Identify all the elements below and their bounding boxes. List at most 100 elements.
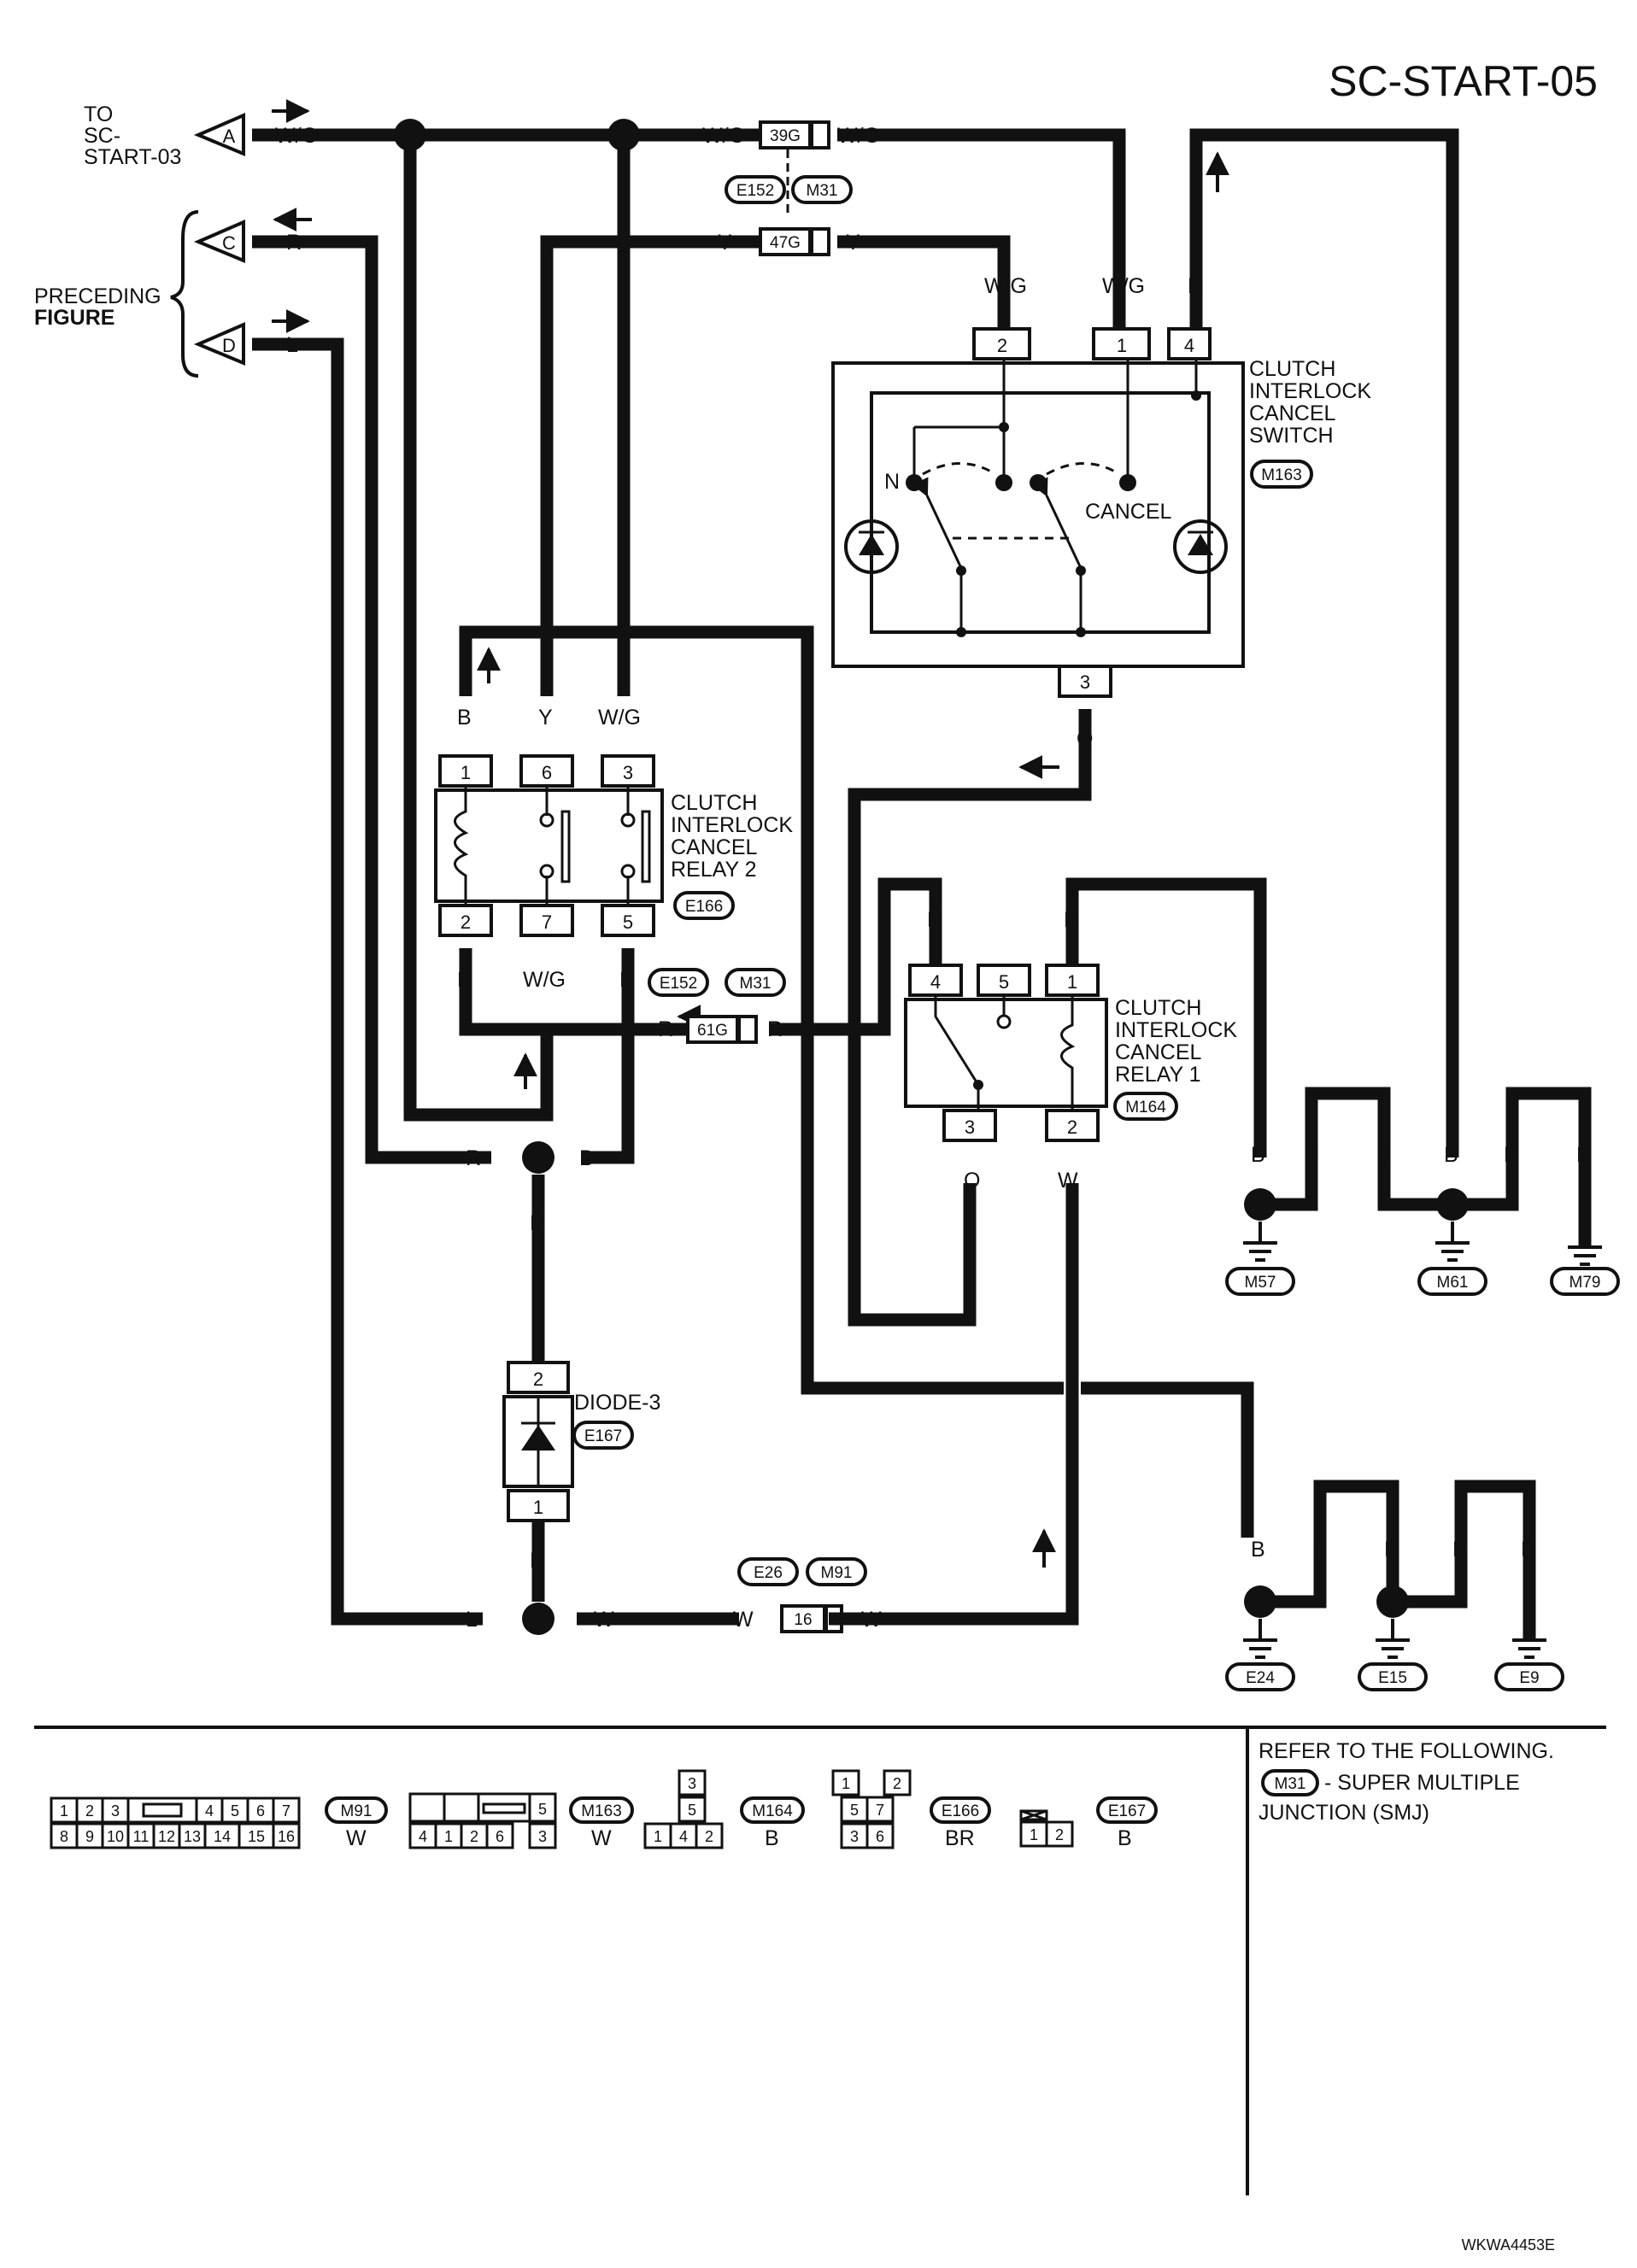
svg-text:3: 3 <box>1080 671 1090 693</box>
svg-text:CLUTCH: CLUTCH <box>1115 996 1201 1020</box>
svg-text:4: 4 <box>1184 335 1194 356</box>
svg-text:M164: M164 <box>752 1802 793 1820</box>
svg-text:6: 6 <box>496 1828 504 1845</box>
svg-text:7: 7 <box>282 1802 290 1820</box>
svg-text:W/G: W/G <box>702 124 745 148</box>
svg-text:Y: Y <box>718 231 732 255</box>
svg-text:M61: M61 <box>1437 1274 1469 1292</box>
svg-text:W/G: W/G <box>837 124 880 148</box>
clutch-interlock-cancel-relay-1: 4 5 1 3 2 CLUTCH INTERLOCK CANCEL RELAY … <box>904 964 1237 1142</box>
arrow-d-icon <box>193 321 245 366</box>
svg-text:3: 3 <box>965 1116 975 1138</box>
svg-text:W/G: W/G <box>275 124 318 148</box>
svg-text:E15: E15 <box>1378 1669 1407 1687</box>
svg-text:B: B <box>1576 1143 1591 1167</box>
svg-text:B: B <box>1251 1143 1265 1167</box>
svg-text:M91: M91 <box>821 1564 853 1582</box>
svg-text:O: O <box>1077 727 1093 751</box>
svg-text:E26: E26 <box>754 1564 783 1582</box>
svg-text:1: 1 <box>461 762 471 783</box>
svg-text:B: B <box>457 706 472 730</box>
svg-text:INTERLOCK: INTERLOCK <box>671 813 793 837</box>
svg-text:2: 2 <box>1055 1826 1064 1843</box>
svg-text:CLUTCH: CLUTCH <box>1249 357 1335 381</box>
svg-text:47G: 47G <box>770 234 801 252</box>
svg-text:2: 2 <box>533 1368 543 1390</box>
svg-text:9: 9 <box>85 1828 94 1845</box>
svg-text:L: L <box>466 1608 478 1632</box>
svg-text:CANCEL: CANCEL <box>1115 1040 1202 1064</box>
svg-text:5: 5 <box>850 1802 859 1819</box>
svg-text:PRECEDING: PRECEDING <box>34 284 161 308</box>
svg-text:B: B <box>1504 1143 1518 1167</box>
grounds: M57 M61 M79 E24 E15 E9 <box>1225 1222 1620 1691</box>
svg-text:4: 4 <box>419 1828 427 1845</box>
svg-text:CLUTCH: CLUTCH <box>671 791 757 815</box>
svg-text:M31: M31 <box>1275 1775 1306 1793</box>
svg-text:4: 4 <box>679 1828 688 1845</box>
svg-text:6: 6 <box>876 1828 884 1845</box>
svg-text:11: 11 <box>133 1828 150 1845</box>
svg-text:4: 4 <box>930 971 941 993</box>
svg-text:R: R <box>286 231 302 255</box>
svg-text:5: 5 <box>538 1801 547 1818</box>
svg-text:M163: M163 <box>581 1802 622 1820</box>
svg-text:CANCEL: CANCEL <box>1085 500 1172 524</box>
svg-text:39G: 39G <box>770 127 801 145</box>
svg-text:2: 2 <box>470 1828 478 1845</box>
svg-text:R: R <box>457 968 472 992</box>
svg-text:W/G: W/G <box>984 274 1027 298</box>
svg-text:M91: M91 <box>341 1802 373 1820</box>
svg-text:5: 5 <box>999 971 1009 993</box>
svg-text:B: B <box>579 1146 594 1170</box>
svg-text:TO: TO <box>84 103 113 126</box>
svg-text:RELAY 1: RELAY 1 <box>1115 1063 1201 1087</box>
svg-text:1: 1 <box>1030 1826 1038 1843</box>
connector-39g: 39G <box>759 120 830 218</box>
svg-text:8: 8 <box>60 1828 68 1845</box>
svg-text:- SUPER MULTIPLE: - SUPER MULTIPLE <box>1324 1771 1520 1795</box>
svg-text:N: N <box>884 470 900 494</box>
svg-text:W/G: W/G <box>1102 274 1145 298</box>
svg-text:B: B <box>1377 1143 1392 1167</box>
svg-text:B: B <box>1251 1538 1265 1562</box>
svg-text:E167: E167 <box>584 1427 622 1445</box>
svg-text:B: B <box>765 1826 779 1850</box>
svg-text:2: 2 <box>893 1775 901 1792</box>
svg-text:W: W <box>1058 1169 1078 1193</box>
svg-text:M164: M164 <box>1125 1099 1166 1116</box>
svg-text:B: B <box>1444 1143 1458 1167</box>
svg-text:5: 5 <box>688 1802 696 1819</box>
left-references: TO SC- START-03 A PRECEDING FIGURE C D <box>34 103 245 378</box>
svg-text:R: R <box>767 1017 783 1041</box>
svg-text:7: 7 <box>876 1802 884 1819</box>
svg-text:JUNCTION (SMJ): JUNCTION (SMJ) <box>1259 1801 1429 1825</box>
svg-text:W/G: W/G <box>598 706 641 730</box>
svg-text:BR: BR <box>945 1826 975 1850</box>
svg-text:Y: Y <box>538 706 553 730</box>
svg-text:CANCEL: CANCEL <box>671 835 758 859</box>
svg-text:61G: 61G <box>697 1022 728 1040</box>
svg-text:W: W <box>591 1826 612 1850</box>
svg-text:L: L <box>286 333 298 357</box>
svg-text:10: 10 <box>107 1828 124 1845</box>
svg-text:2: 2 <box>997 335 1007 356</box>
svg-text:3: 3 <box>688 1775 696 1792</box>
splice-dots <box>394 119 1469 1635</box>
connector-47g: 47G <box>759 227 830 256</box>
svg-text:M79: M79 <box>1570 1274 1601 1292</box>
svg-text:B: B <box>1064 908 1078 932</box>
svg-text:M163: M163 <box>1261 466 1302 484</box>
svg-text:16: 16 <box>794 1611 812 1629</box>
svg-text:E9: E9 <box>1519 1669 1539 1687</box>
page-code: WKWA4453E <box>1462 2236 1555 2253</box>
svg-text:B: B <box>1521 1538 1535 1562</box>
svg-text:R: R <box>530 1211 545 1235</box>
svg-text:B: B <box>1452 1538 1467 1562</box>
svg-text:2: 2 <box>85 1802 94 1820</box>
svg-text:INTERLOCK: INTERLOCK <box>1249 379 1371 403</box>
wires <box>252 128 1592 1640</box>
